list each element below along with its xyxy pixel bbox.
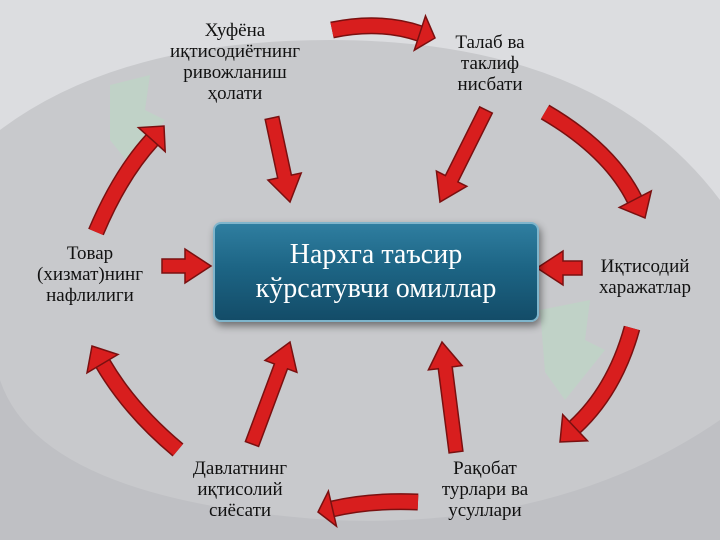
factor-economy-line: ривожланиш — [183, 62, 287, 83]
factor-supply-demand-line: нисбати — [457, 74, 523, 95]
arrow-supply-to-costs — [540, 104, 653, 220]
arrow-economy-to-supply — [330, 13, 436, 52]
arrow-policy-to-center — [244, 340, 298, 448]
factor-utility-line: нафлилиги — [46, 285, 134, 306]
factor-costs-line: харажатлар — [599, 277, 691, 298]
arrow-policy-to-utility — [85, 345, 184, 457]
factor-economy-line: иқтисодиётнинг — [169, 41, 301, 62]
arrow-utility-to-center — [161, 247, 213, 285]
factor-competition-line: усуллари — [448, 500, 522, 521]
factor-supply-demand-line: Талаб ва — [455, 32, 525, 53]
arrow-economy-to-center — [264, 115, 303, 204]
center-title-line: Нархга таъсир — [289, 239, 463, 270]
factor-policy-line: сиёсати — [208, 500, 272, 521]
center-title-line: кўрсатувчи омиллар — [255, 273, 497, 304]
arrow-supply-to-center — [435, 105, 494, 204]
arrow-costs-to-center — [535, 249, 583, 287]
factor-costs-line: Иқтисодий — [600, 256, 690, 277]
factor-competition-line: турлари ва — [441, 479, 529, 500]
factor-economy-line: Хуфёна — [204, 20, 266, 41]
arrow-costs-to-competition — [559, 325, 641, 443]
arrow-utility-to-economy — [88, 125, 167, 236]
factor-economy-line: ҳолати — [207, 83, 263, 104]
factor-competition-line: Рақобат — [453, 458, 517, 479]
factor-policy-line: иқтисолий — [197, 479, 283, 500]
factor-utility-line: Товар — [66, 243, 114, 264]
factor-supply-demand-line: таклиф — [460, 53, 520, 74]
factor-policy-line: Давлатнинг — [192, 458, 288, 479]
factor-utility-line: (хизмат)нинг — [37, 264, 143, 285]
arrow-competition-to-center — [427, 340, 464, 454]
arrow-competition-to-policy — [317, 488, 419, 529]
